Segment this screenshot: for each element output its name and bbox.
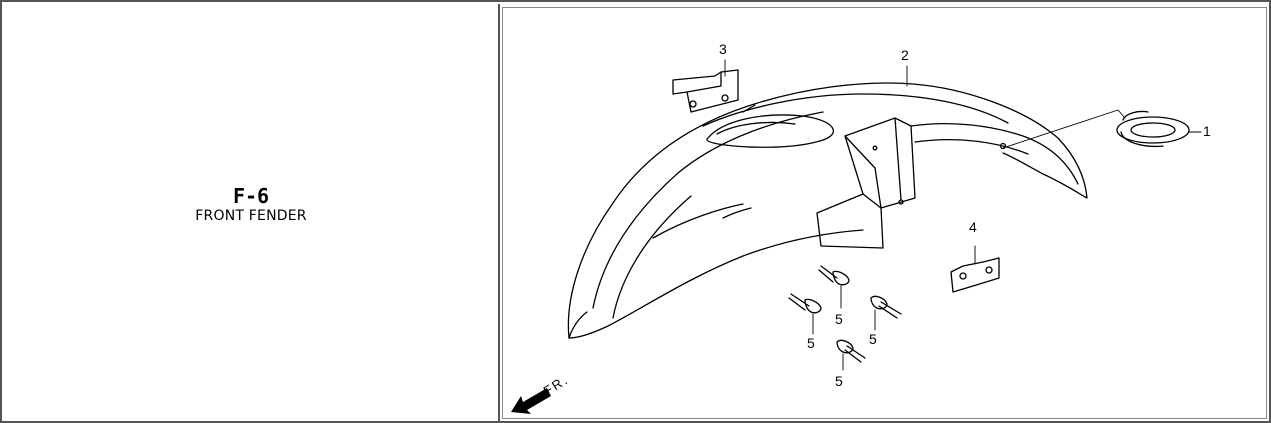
section-title: FRONT FENDER [195, 207, 307, 224]
bolt-part [818, 265, 850, 286]
bracket-lower-part [950, 257, 1000, 293]
callout-number: 5 [869, 331, 877, 347]
direction-label: FR. [541, 372, 572, 399]
diagram-cell: 3 2 1 4 5 5 5 5 FR. [502, 4, 1271, 423]
bolt-part [836, 339, 866, 363]
callout-number: 4 [969, 219, 977, 235]
callout-number: 3 [719, 41, 727, 57]
callout-number: 5 [835, 311, 843, 327]
callout-number: 1 [1203, 123, 1211, 139]
callout-number: 2 [901, 47, 909, 63]
front-fender-part [567, 82, 1088, 339]
section-cell: F-6 FRONT FENDER [4, 4, 500, 423]
callout-number: 5 [835, 373, 843, 389]
exploded-parts-diagram: 3 2 1 4 5 5 5 5 FR. [511, 41, 1211, 414]
bolt-part [870, 295, 902, 319]
leader-lines [724, 59, 1202, 371]
front-direction-arrow [511, 388, 551, 414]
callout-number: 5 [807, 335, 815, 351]
diagram-frame: 3 2 1 4 5 5 5 5 FR. [502, 7, 1267, 419]
bracket-upper-part [672, 69, 739, 113]
section-code: F-6 [232, 183, 270, 208]
grommet-part [1116, 110, 1190, 148]
bolt-part [788, 293, 822, 314]
